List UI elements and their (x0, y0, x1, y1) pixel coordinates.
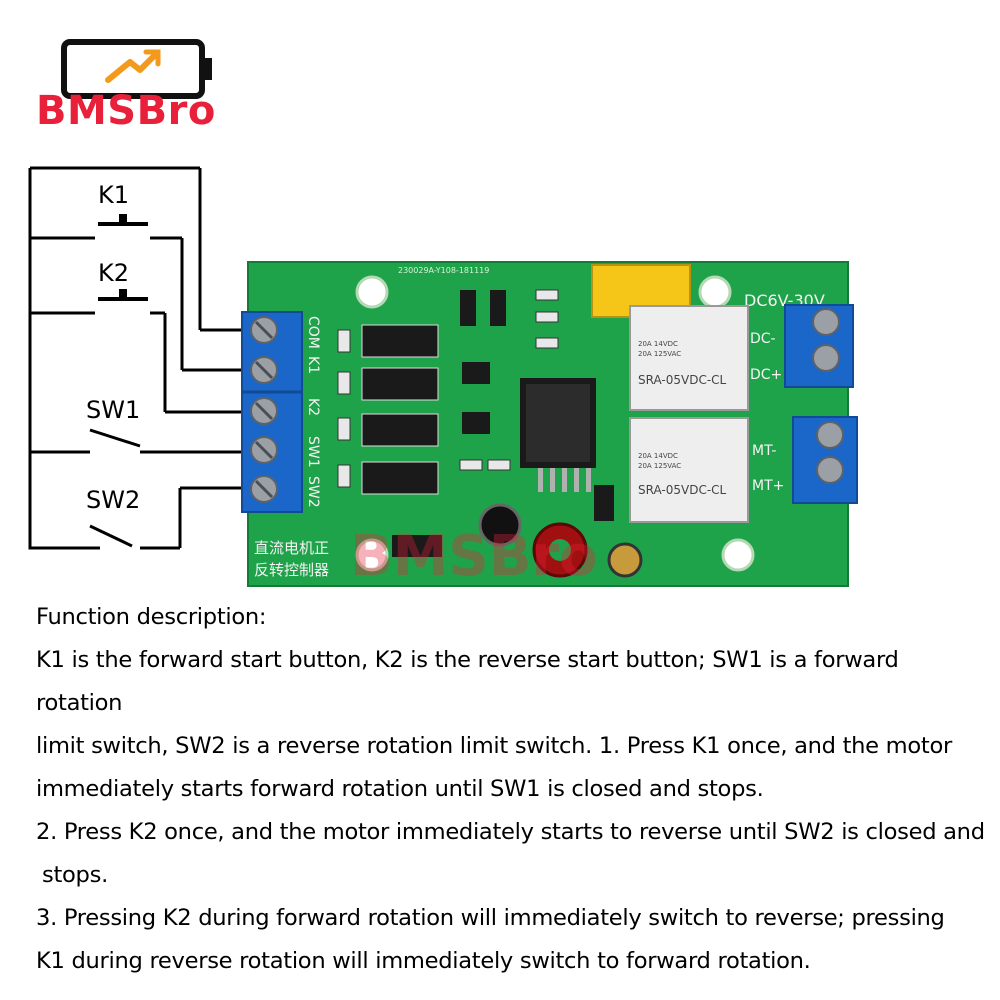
terminal-label-sw1: SW1 (305, 436, 321, 468)
terminal-label-k1: K1 (305, 356, 321, 374)
wires (28, 166, 250, 550)
description-line: K1 during reverse rotation will immediat… (36, 948, 811, 974)
dc-plus-label: DC+ (750, 367, 782, 383)
k2-label: K2 (98, 259, 129, 287)
description-line: 2. Press K2 once, and the motor immediat… (36, 819, 985, 845)
sw1-label: SW1 (86, 396, 140, 424)
description-line: 3. Pressing K2 during forward rotation w… (36, 905, 945, 931)
terminal-label-k2: K2 (305, 398, 321, 416)
brand-logo-text: BMSBro (36, 88, 216, 134)
resistors (337, 289, 559, 488)
k2-button-icon (98, 289, 148, 301)
svg-text:SRA-05VDC-CL: SRA-05VDC-CL (638, 373, 727, 387)
battery-logo-icon (61, 39, 212, 99)
k1-label: K1 (98, 181, 129, 209)
terminal-label-sw2: SW2 (305, 476, 321, 508)
k1-button-icon (98, 214, 148, 226)
description-line: limit switch, SW2 is a reverse rotation … (36, 733, 952, 759)
sw2-label: SW2 (86, 486, 140, 514)
description-line: K1 is the forward start button, K2 is th… (36, 647, 899, 716)
description-heading: Function description: (36, 604, 267, 630)
chip-u2 (392, 535, 442, 557)
board-chinese-label-2: 反转控制器 (254, 561, 329, 579)
capacitor (478, 503, 522, 547)
description-line: immediately starts forward rotation unti… (36, 776, 764, 802)
svg-text:20A 125VAC: 20A 125VAC (638, 350, 681, 358)
board-serial: 230029A-Y108-181119 (398, 266, 489, 275)
watermark: BMSBro (350, 524, 598, 589)
description-line: stops. (42, 862, 108, 888)
svg-text:SRA-05VDC-CL: SRA-05VDC-CL (638, 483, 727, 497)
wiring-diagram: K1 K2 SW1 SW2 230029A-Y108-181119 DC6V-3… (28, 166, 858, 589)
right-terminal-power (784, 304, 854, 388)
mt-plus-label: MT+ (752, 478, 784, 494)
dc-minus-label: DC- (750, 331, 776, 347)
svg-text:20A 125VAC: 20A 125VAC (638, 462, 681, 470)
regulator-u1 (520, 378, 596, 492)
svg-text:20A 14VDC: 20A 14VDC (638, 452, 678, 460)
relay-1: 20A 14VDC 20A 125VAC SRA-05VDC-CL (629, 305, 749, 411)
pcb-board: 230029A-Y108-181119 DC6V-30V COMK1K2SW1S… (241, 261, 858, 589)
board-chinese-label-1: 直流电机正 (254, 539, 329, 557)
function-description: Function description: K1 is the forward … (36, 596, 991, 983)
mt-minus-label: MT- (752, 443, 776, 459)
svg-text:20A 14VDC: 20A 14VDC (638, 340, 678, 348)
relay-2: 20A 14VDC 20A 125VAC SRA-05VDC-CL (629, 417, 749, 523)
optocouplers (361, 324, 439, 495)
terminal-label-com: COM (305, 316, 321, 349)
right-terminal-motor (792, 416, 858, 504)
